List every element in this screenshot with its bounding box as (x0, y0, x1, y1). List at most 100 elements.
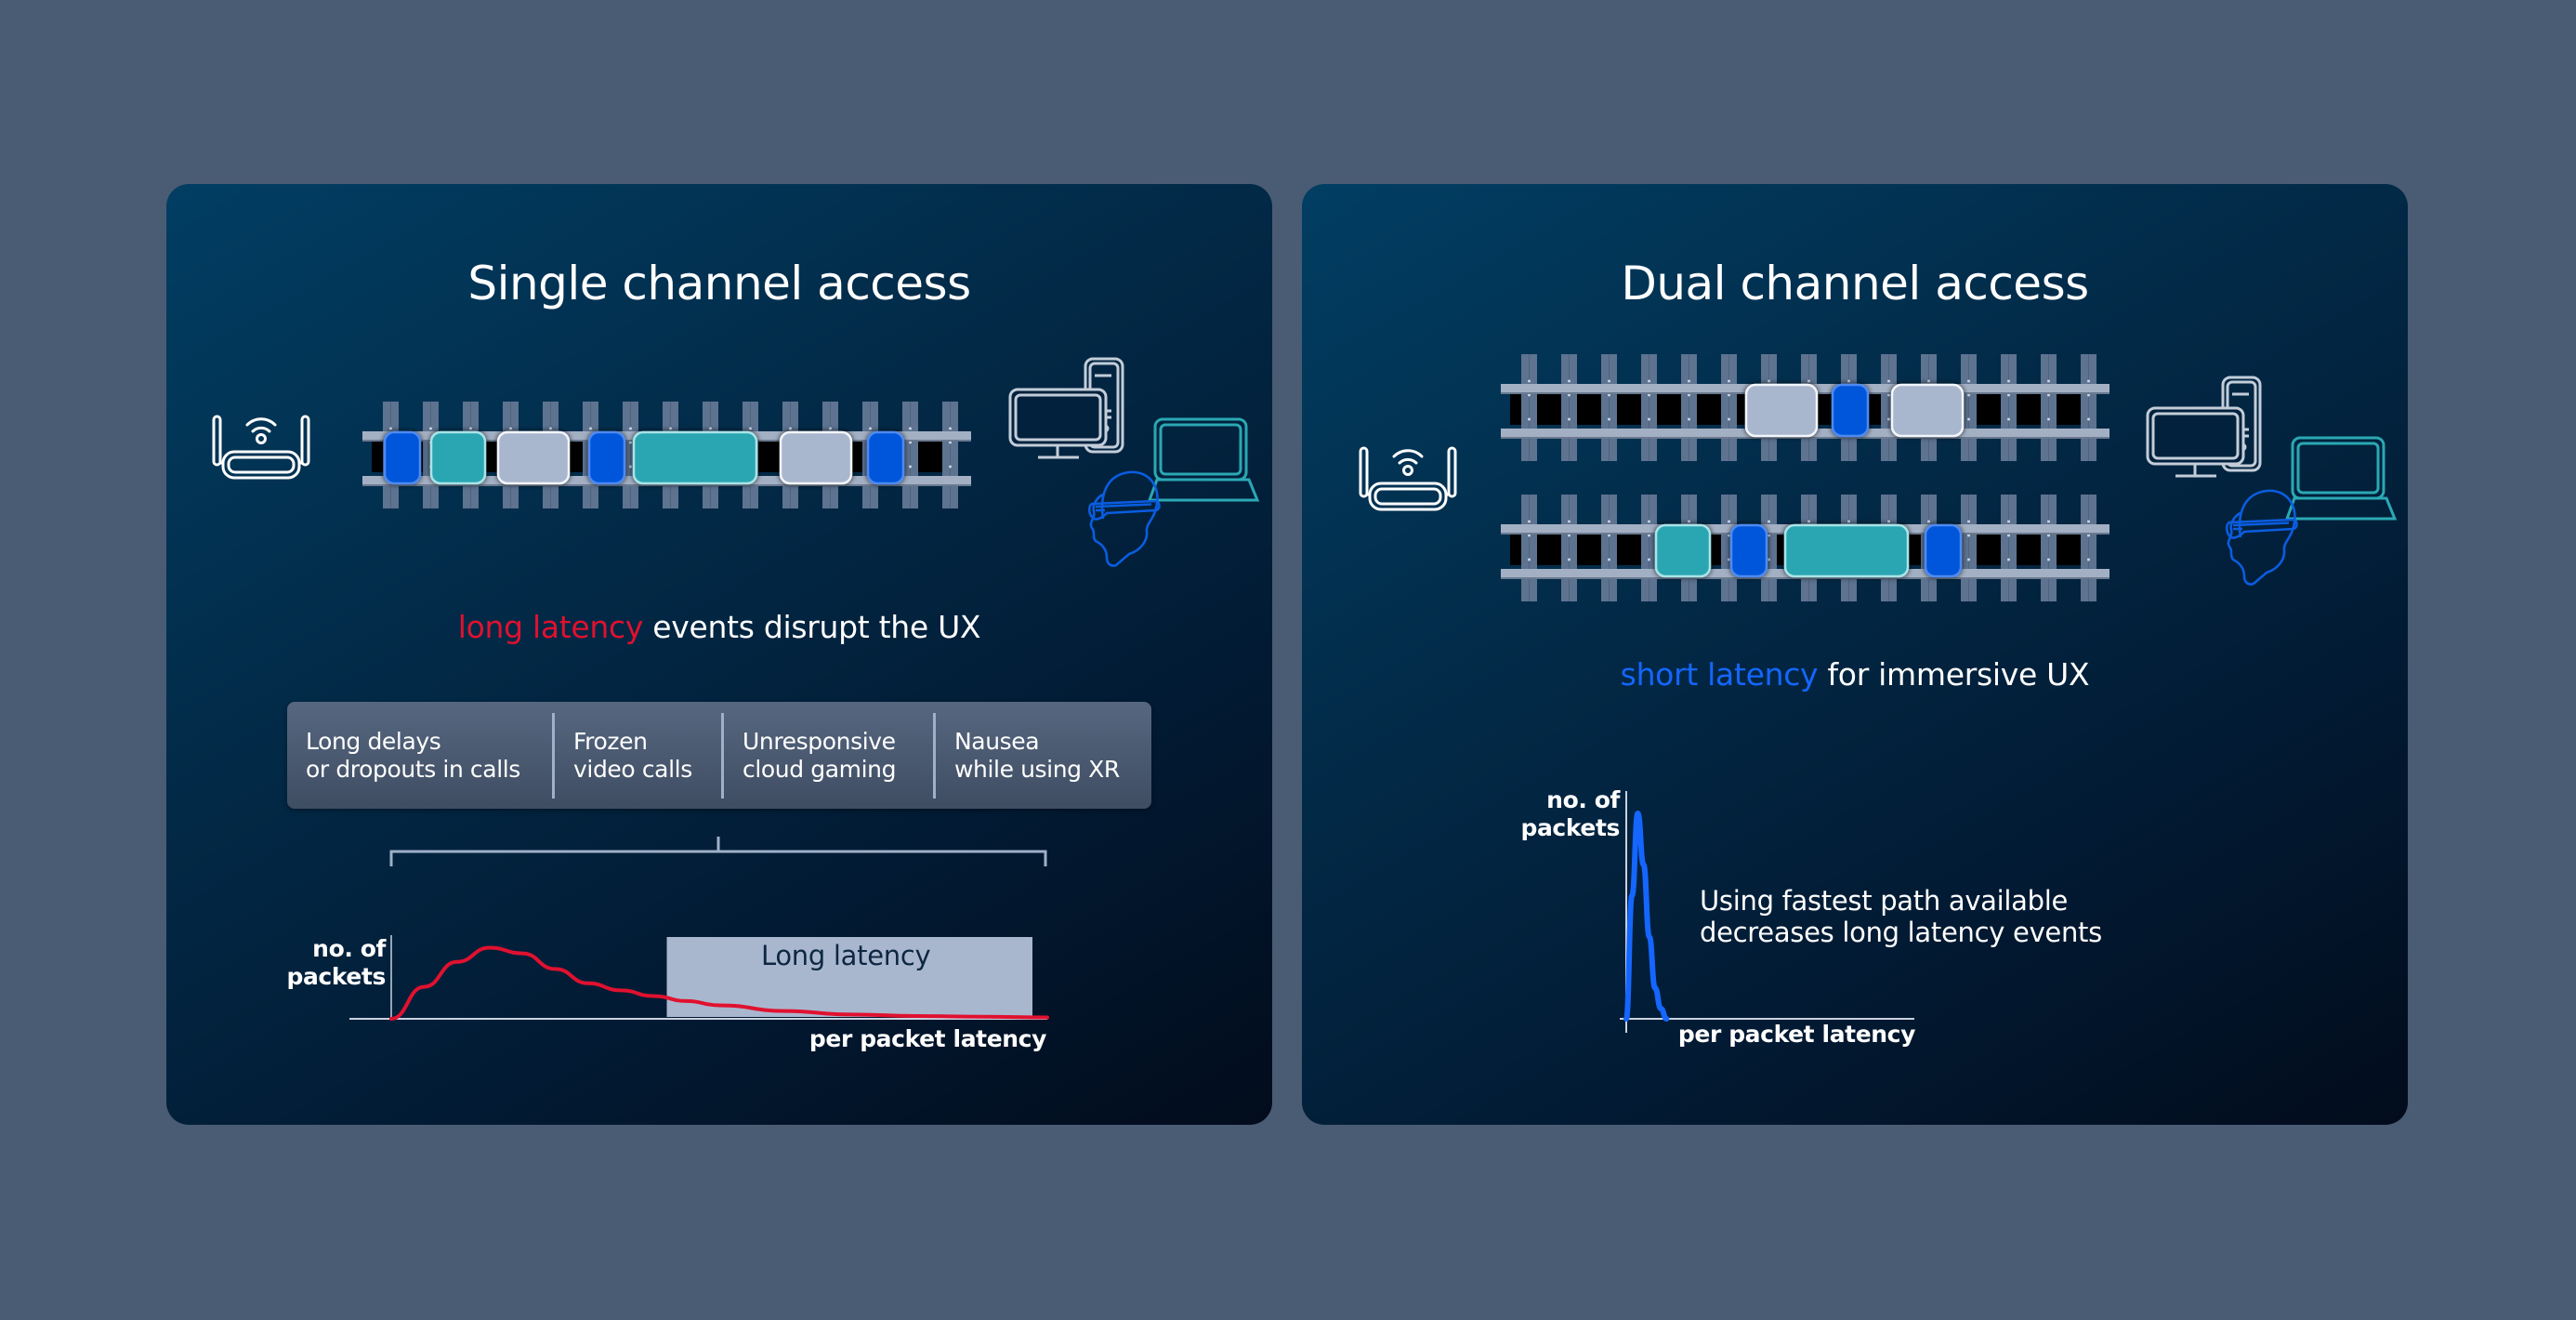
latency-subtitle: long latency events disrupt the UX (166, 609, 1272, 645)
xr-headset-user-icon (1087, 470, 1161, 567)
tie-bolt (1728, 558, 1730, 561)
single-channel-track (362, 402, 971, 508)
note-line: Using fastest path available (1700, 885, 2069, 917)
packet-blue (1729, 523, 1768, 578)
tie-bolt (1728, 417, 1730, 421)
tie-bolt (2047, 393, 2050, 397)
tie-bolt (1688, 417, 1690, 421)
tie-bolt (1688, 379, 1690, 383)
tie-bolt (1728, 520, 1730, 523)
subtitle-rest: events disrupt the UX (643, 609, 981, 645)
rail-shadow (362, 484, 971, 486)
tie-bolt (2087, 520, 2090, 523)
tie-bolt (1967, 534, 1970, 537)
packet-blue (1924, 523, 1963, 578)
tie-bolt (629, 441, 632, 444)
packet-teal-wide (632, 430, 758, 485)
latency-curve-red (389, 945, 1049, 1021)
tie-bolt (669, 427, 672, 430)
dual-channel-latency-chart (1620, 791, 1914, 1033)
tie-bolt (1887, 417, 1890, 421)
note-line: decreases long latency events (1700, 917, 2102, 948)
tie-bolt (1528, 393, 1531, 397)
tie-bolt (1648, 520, 1650, 523)
laptop-icon (1147, 417, 1260, 502)
tie-bolt (829, 427, 832, 430)
tie-bolt (1608, 379, 1610, 383)
tie-bolt (1568, 393, 1571, 397)
tie-bolt (1768, 520, 1770, 523)
packet-gray (496, 430, 571, 485)
tie-bolt (2007, 393, 2010, 397)
packet-teal-wide (1783, 523, 1910, 578)
tie-bolt (749, 427, 752, 430)
router-icon (212, 415, 310, 480)
y-axis-label-line: no. of (312, 935, 386, 962)
xr-headset-user-icon (2225, 489, 2298, 586)
tie-bolt (2007, 558, 2010, 561)
y-axis-label-line: no. of (1546, 786, 1620, 813)
tie-bolt (1967, 417, 1970, 421)
tie-bolt (2087, 393, 2090, 397)
rail-shadow (1501, 577, 2109, 579)
issue-line: Long delays (306, 727, 441, 755)
panel-title: Single channel access (467, 257, 971, 310)
single-channel-latency-chart (349, 935, 1049, 1021)
tie-bolt (1807, 379, 1810, 383)
client-devices-group (1008, 357, 1260, 567)
tie-bolt (709, 427, 712, 430)
tie-bolt (1648, 534, 1650, 537)
issue-line: Frozen (573, 727, 648, 755)
tie-bolt (1568, 534, 1571, 537)
tie-bolt (1807, 520, 1810, 523)
tie-bolt (1728, 393, 1730, 397)
tie-bolt (949, 465, 952, 469)
x-axis-label: per packet latency (808, 1025, 1046, 1052)
packet-teal (1654, 523, 1712, 578)
tie-bolt (429, 427, 432, 430)
tie-bolt (1568, 379, 1571, 383)
tie-bolt (909, 465, 912, 469)
laptop-icon (2284, 436, 2398, 521)
tie-bolt (789, 427, 792, 430)
tie-bolt (2087, 379, 2090, 383)
issue-line: Unresponsive (743, 727, 896, 755)
tie-bolt (2087, 534, 2090, 537)
tie-bolt (509, 427, 512, 430)
tie-bolt (1528, 558, 1531, 561)
panel-title: Dual channel access (1621, 257, 2089, 310)
tie-bolt (2047, 534, 2050, 537)
tie-bolt (949, 441, 952, 444)
tie-bolt (2087, 558, 2090, 561)
channel-1-track (1501, 354, 2109, 461)
latency-highlight: short latency (1620, 656, 1819, 693)
latency-curve-blue (1623, 811, 1670, 1022)
tie-bolt (1688, 393, 1690, 397)
tie-bolt (1728, 534, 1730, 537)
packet-gray (1744, 383, 1819, 438)
tie-bolt (2047, 558, 2050, 561)
tie-bolt (1967, 393, 1970, 397)
tie-bolt (2047, 417, 2050, 421)
tie-bolt (629, 465, 632, 469)
tie-bolt (1847, 379, 1850, 383)
tie-bolt (949, 427, 952, 430)
packet-blue (383, 430, 422, 485)
packet-blue (1831, 383, 1870, 438)
tie-bolt (1688, 520, 1690, 523)
tie-bolt (2007, 417, 2010, 421)
tie-bolt (2007, 520, 2010, 523)
issue-line: video calls (573, 755, 692, 783)
packet-gray (1890, 383, 1965, 438)
tie-bolt (1967, 379, 1970, 383)
tie-bolt (1768, 379, 1770, 383)
tie-bolt (2087, 417, 2090, 421)
y-axis-label: no. of packets (1488, 786, 1620, 842)
latency-subtitle: short latency for immersive UX (1302, 656, 2408, 693)
y-axis-label-line: packets (286, 963, 386, 990)
tie-bolt (2047, 379, 2050, 383)
client-devices-group (2146, 376, 2398, 586)
